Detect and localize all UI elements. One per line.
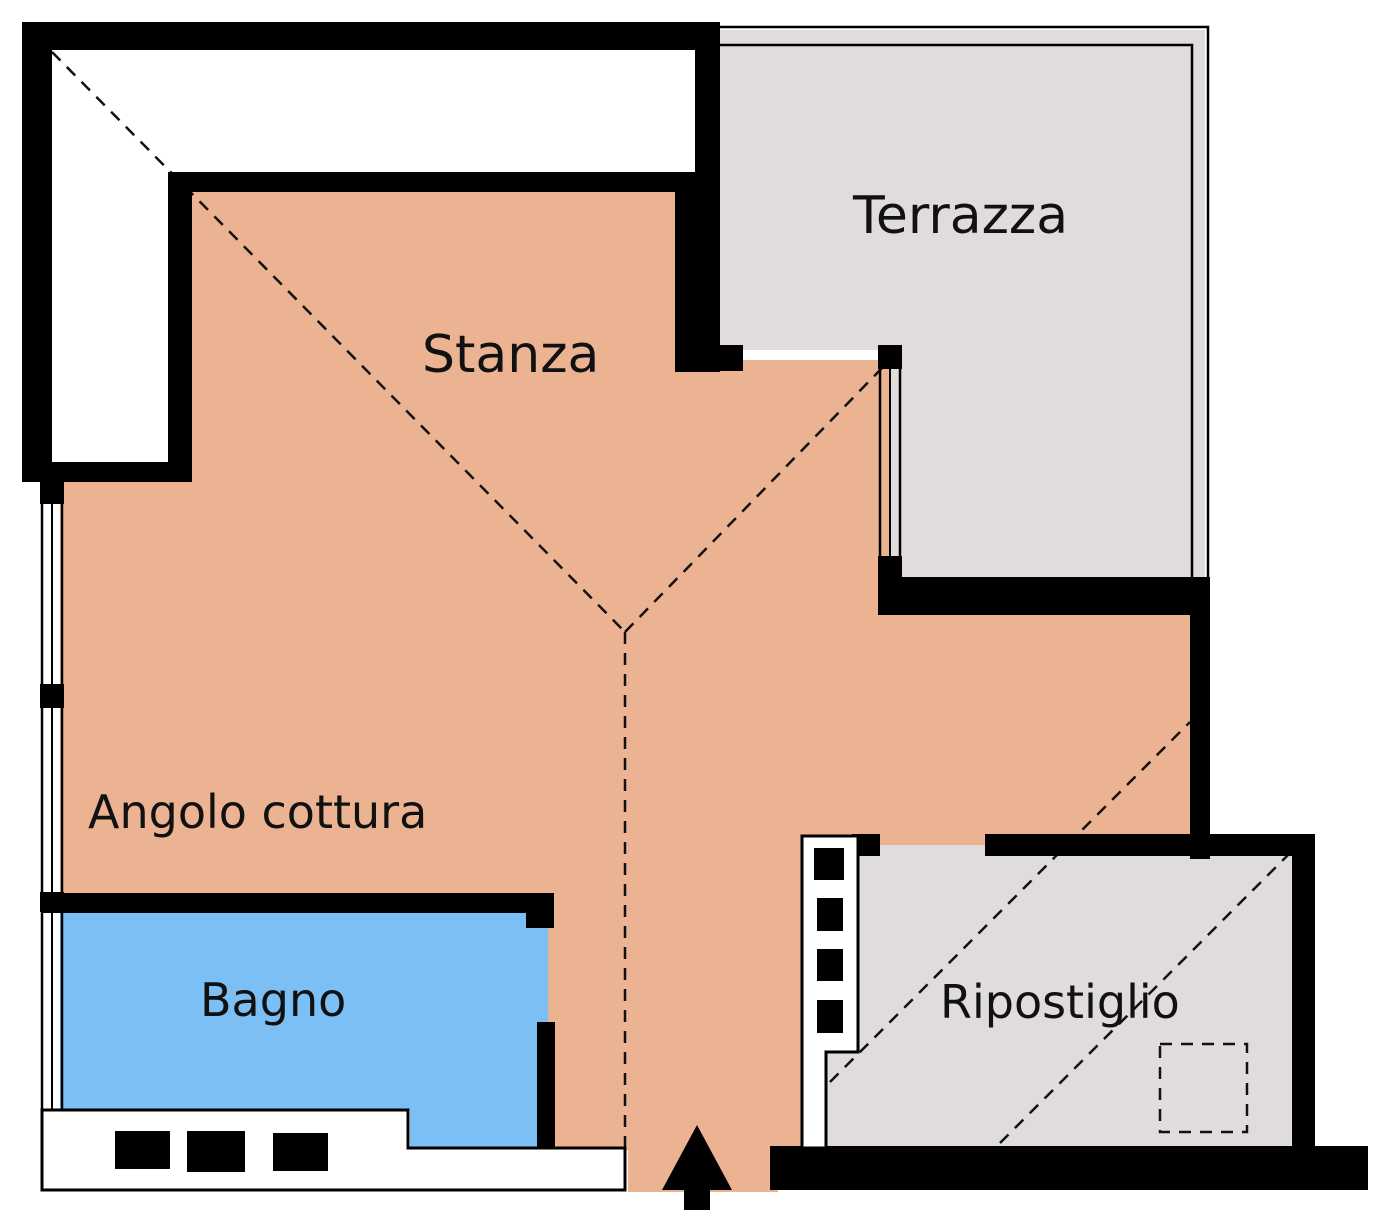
label-terrazza: Terrazza [852,186,1068,246]
bathroom-floor[interactable] [60,905,548,1148]
label-stanza: Stanza [422,325,599,385]
label-ripostiglio: Ripostiglio [940,975,1180,1029]
label-bagno: Bagno [200,973,346,1027]
storage-block-1 [814,848,844,880]
terrace-floor[interactable] [718,30,1205,585]
storage-block-4 [817,1000,843,1033]
left-window [40,504,64,1112]
storage-floor[interactable] [825,840,1300,1148]
storage-left-wall [800,834,860,1150]
storage-dashed-square [1158,1042,1249,1134]
vent-2 [187,1131,245,1172]
terrace-railing [718,25,1210,580]
living-floor[interactable] [60,180,1195,1192]
storage-block-2 [817,898,843,931]
entrance-arrow-icon[interactable] [662,1125,732,1210]
label-angolo-cottura: Angolo cottura [88,785,427,839]
vent-1 [115,1131,170,1169]
terrace-window [878,369,902,556]
storage-block-3 [817,949,843,981]
dashed-lines [51,51,1299,1185]
vent-3 [273,1133,328,1171]
walls [22,22,1368,1190]
